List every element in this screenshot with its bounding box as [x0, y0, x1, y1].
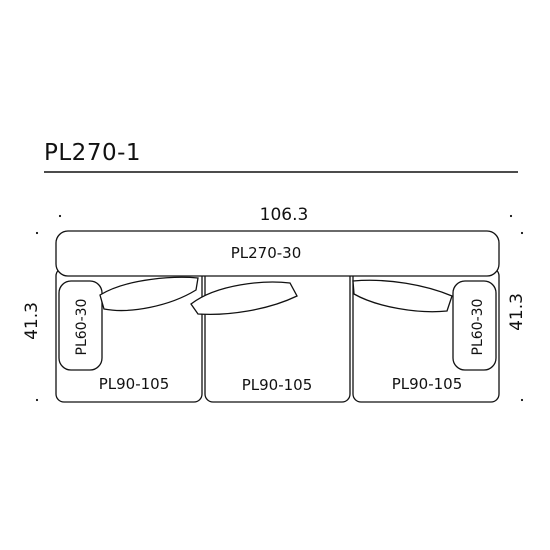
- arm-module-left-label: PL60-30: [74, 299, 90, 356]
- cushion-center: [190, 281, 298, 315]
- depth-dimension-right: 41.3: [507, 293, 527, 331]
- arm-module-right: [452, 280, 497, 371]
- width-dimension: 106.3: [260, 205, 309, 225]
- depth-dimension-left: 41.3: [22, 302, 42, 340]
- seat-module-left-label: PL90-105: [99, 375, 170, 393]
- back-module: [55, 230, 500, 277]
- cushion-left: [99, 276, 199, 312]
- back-module-label: PL270-30: [231, 244, 302, 262]
- product-title: PL270-1: [44, 140, 142, 166]
- arm-module-left: [58, 280, 103, 371]
- seat-module-right-label: PL90-105: [392, 375, 463, 393]
- corner-marks: [35, 214, 524, 402]
- seat-module-center-label: PL90-105: [242, 376, 313, 394]
- arm-module-right-label: PL60-30: [470, 299, 486, 356]
- cushion-right: [352, 279, 453, 313]
